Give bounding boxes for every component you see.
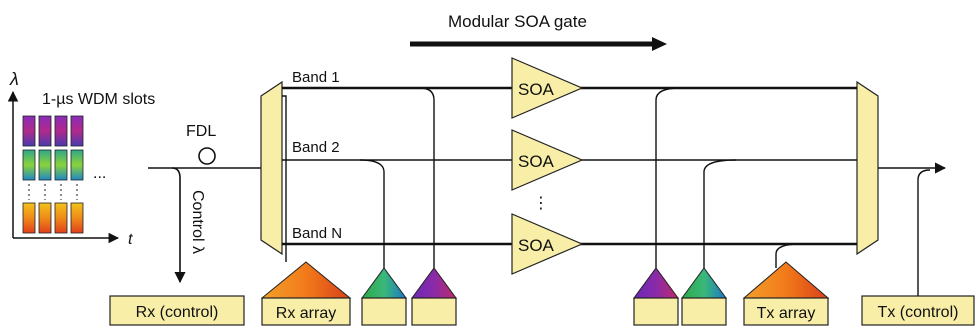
slot-purple-2 <box>38 115 52 147</box>
tx-band2-box <box>681 297 727 326</box>
demultiplexer <box>260 80 283 256</box>
soa-label-n: SOA <box>518 236 555 255</box>
rx-band1-triangle <box>411 267 457 299</box>
soa-label-2: SOA <box>518 152 555 171</box>
slot-orange-3 <box>54 202 68 234</box>
slot-green-2 <box>38 149 52 181</box>
rx-band2-box <box>361 297 407 326</box>
tx-tap-lines <box>655 87 801 268</box>
band1-rx-tap <box>419 87 435 268</box>
tx-control-box <box>861 295 975 326</box>
time-axis-label: t <box>128 231 133 248</box>
slot-orange-2 <box>38 202 52 234</box>
slot-purple-3 <box>54 115 68 147</box>
rx-array-tap <box>282 95 287 262</box>
rx-band1-box <box>411 297 457 326</box>
band1-tx-tap <box>655 87 681 268</box>
rx-array-triangle <box>260 261 352 299</box>
slot-dots <box>28 184 78 200</box>
rx-control-label: Rx (control) <box>136 304 219 321</box>
fdl-coil <box>198 147 216 165</box>
soa-amplifiers: SOA SOA ⋮ SOA <box>511 57 584 275</box>
tx-control-tap <box>917 169 931 296</box>
slot-orange-1 <box>22 202 36 234</box>
diagram-title: Modular SOA gate <box>448 12 587 31</box>
control-lambda-label: Control λ <box>189 190 206 254</box>
wdm-slots: λ 1-µs WDM slots t ... <box>7 69 155 248</box>
bandn-tx-tap <box>775 243 801 268</box>
soa-band-1 <box>511 57 584 119</box>
band2-rx-tap <box>359 159 385 268</box>
tx-band2-triangle <box>681 267 727 299</box>
tx-array-label: Tx array <box>757 305 816 322</box>
slot-green-3 <box>54 149 68 181</box>
multiplexer <box>856 80 879 256</box>
slot-ellipsis: ... <box>93 165 106 182</box>
slot-purple-4 <box>70 115 84 147</box>
band2-tx-tap <box>703 159 737 268</box>
slot-orange-4 <box>70 202 84 234</box>
output-path <box>878 162 947 296</box>
soa-label-1: SOA <box>518 80 555 99</box>
fdl-label: FDL <box>186 123 216 140</box>
control-tap-line <box>171 167 186 284</box>
wdm-slots-label: 1-µs WDM slots <box>42 91 155 108</box>
rx-array-box <box>261 297 351 326</box>
rx-array-label: Rx array <box>276 305 336 322</box>
band-label-n: Band N <box>292 225 342 242</box>
tx-array-triangle <box>742 261 830 299</box>
soa-ellipsis: ⋮ <box>533 195 549 212</box>
input-path: FDL Control λ <box>148 123 262 284</box>
slot-green-4 <box>70 149 84 181</box>
slot-purple-1 <box>22 115 36 147</box>
tx-band1-triangle <box>633 267 679 299</box>
tx-band1-box <box>633 297 679 326</box>
soa-band-n <box>511 213 584 275</box>
band-label-2: Band 2 <box>292 139 340 156</box>
rx-tap-lines <box>282 87 435 268</box>
direction-arrow-head <box>652 37 667 51</box>
rx-control-box <box>109 295 245 326</box>
band-label-1: Band 1 <box>292 69 340 86</box>
lambda-axis-label: λ <box>9 69 19 89</box>
rx-band2-triangle <box>361 267 407 299</box>
tx-array-box <box>743 297 829 326</box>
soa-band-2 <box>511 129 584 191</box>
boxes: Rx (control) Rx array Tx array Tx (contr… <box>109 295 975 326</box>
tx-control-label: Tx (control) <box>878 304 959 321</box>
slot-green-1 <box>22 149 36 181</box>
